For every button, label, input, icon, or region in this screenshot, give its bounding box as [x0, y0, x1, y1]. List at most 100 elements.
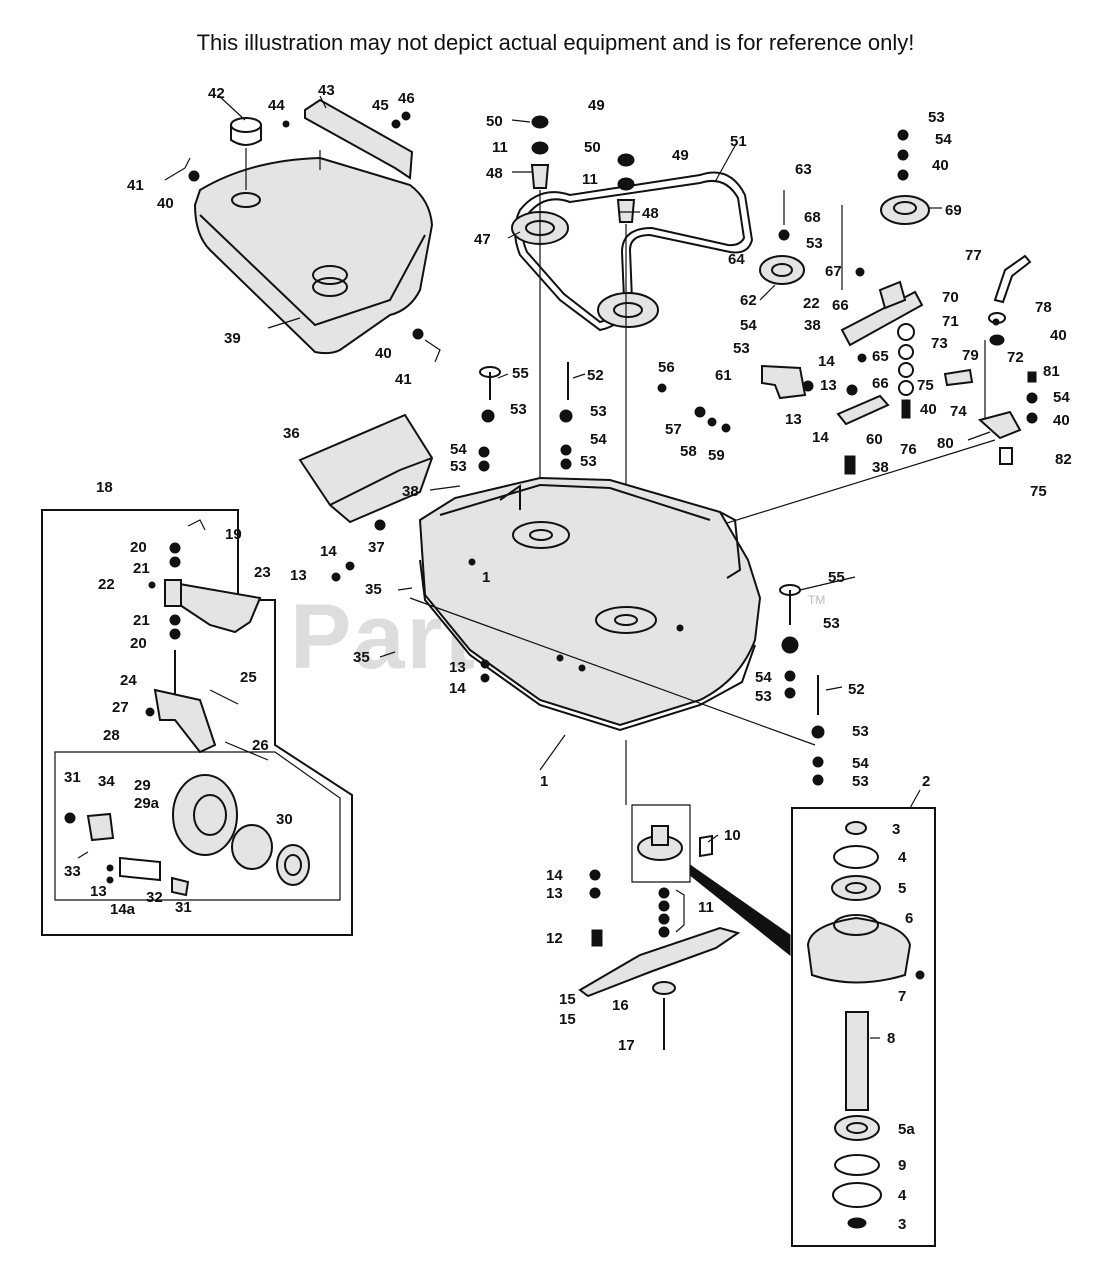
idler-stack-left — [530, 115, 550, 540]
callout-58: 58 — [680, 443, 697, 460]
deck-nut-14-lower — [480, 673, 490, 683]
callout-42: 42 — [208, 85, 225, 102]
callout-40-spring: 40 — [920, 401, 937, 418]
callout-29a: 29a — [134, 795, 160, 812]
callout-37: 37 — [368, 539, 385, 556]
callout-60: 60 — [866, 431, 883, 448]
spindle-detail-inset — [791, 807, 936, 1247]
pulley-62 — [759, 255, 805, 285]
deck-nut-13-lower — [480, 659, 490, 669]
callout-49-right: 49 — [672, 147, 689, 164]
callout-80: 80 — [937, 435, 954, 452]
cover-clip-bottom — [424, 339, 441, 363]
callout-5a: 5a — [898, 1121, 915, 1138]
spring-assembly — [897, 323, 974, 419]
spindle-bearings-11 — [658, 887, 685, 938]
callout-32: 32 — [146, 889, 163, 906]
callout-35-bottom: 35 — [353, 649, 370, 666]
callout-61: 61 — [715, 367, 732, 384]
callout-16: 16 — [612, 997, 629, 1014]
callout-13-linkage: 13 — [820, 377, 837, 394]
callout-76: 76 — [900, 441, 917, 458]
callout-50: 50 — [486, 113, 503, 130]
deck-nut-57 — [694, 406, 706, 418]
callout-72: 72 — [1007, 349, 1024, 366]
callout-31-top: 31 — [64, 769, 81, 786]
chute-bolt — [429, 485, 461, 491]
clip-79 — [992, 318, 1000, 326]
callout-53-deck-left-lower: 53 — [450, 458, 467, 475]
rod-77 — [977, 254, 1038, 465]
callout-12: 12 — [546, 930, 563, 947]
callout-48: 48 — [486, 165, 503, 182]
callout-31-bottom: 31 — [175, 899, 192, 916]
callout-53-linkage: 53 — [733, 340, 750, 357]
callout-53-right: 53 — [823, 615, 840, 632]
cover-bracket — [304, 98, 414, 180]
callout-38-linkage: 38 — [804, 317, 821, 334]
callout-53-right-bolt: 53 — [852, 723, 869, 740]
callout-22: 22 — [98, 576, 115, 593]
mower-blade — [578, 926, 741, 998]
callout-48-right: 48 — [642, 205, 659, 222]
spindle-nut-14 — [589, 869, 601, 881]
deck-bolt-35-top — [397, 587, 413, 591]
callout-54-deck-mid: 54 — [590, 431, 607, 448]
callout-21-top: 21 — [133, 560, 150, 577]
callout-67: 67 — [825, 263, 842, 280]
callout-14a: 14a — [110, 901, 136, 918]
callout-2: 2 — [922, 773, 930, 790]
callout-5: 5 — [898, 880, 906, 897]
callout-45: 45 — [372, 97, 389, 114]
cover-knob — [230, 117, 262, 190]
callout-55-right: 55 — [828, 569, 845, 586]
callout-52-left: 52 — [587, 367, 604, 384]
callout-9: 9 — [898, 1157, 906, 1174]
pulley-62-nut — [778, 229, 790, 241]
leader-lines — [217, 94, 942, 1039]
deck-bolt-52-right — [811, 675, 825, 786]
deck-bolt-35-bottom — [379, 651, 396, 658]
callout-75-bottom: 75 — [1030, 483, 1047, 500]
callout-54-right-bolt: 54 — [852, 755, 869, 772]
pulley-69 — [880, 195, 930, 225]
callout-53-top: 53 — [806, 235, 823, 252]
callout-54-deck-left: 54 — [450, 441, 467, 458]
callout-46: 46 — [398, 90, 415, 107]
deck-bolt-55-right — [779, 584, 801, 699]
callout-22-linkage: 22 — [803, 295, 820, 312]
callout-55-left: 55 — [512, 365, 529, 382]
cover-clip-top — [164, 157, 191, 181]
callout-3-top: 3 — [892, 821, 900, 838]
callout-43: 43 — [318, 82, 335, 99]
callout-71: 71 — [942, 313, 959, 330]
pin-80 — [967, 431, 991, 441]
callout-14-deck: 14 — [449, 680, 466, 697]
callout-14-chute: 14 — [320, 543, 337, 560]
callout-14-bracket: 14 — [812, 429, 829, 446]
callout-17: 17 — [618, 1037, 635, 1054]
callout-54-right: 54 — [755, 669, 772, 686]
callout-74: 74 — [950, 403, 967, 420]
callout-65: 65 — [872, 348, 889, 365]
callout-57: 57 — [665, 421, 682, 438]
callout-49: 49 — [588, 97, 605, 114]
drive-belt — [514, 171, 754, 332]
callout-8: 8 — [887, 1030, 895, 1047]
callout-53-deck-left: 53 — [510, 401, 527, 418]
callout-27: 27 — [112, 699, 129, 716]
callout-53-pulley: 53 — [928, 109, 945, 126]
callout-62: 62 — [740, 292, 757, 309]
callout-38-chute: 38 — [402, 483, 419, 500]
callout-23: 23 — [254, 564, 271, 581]
callout-54-rod: 54 — [1053, 389, 1070, 406]
pulley-69-washer — [897, 149, 909, 161]
spindle-nut-13 — [589, 887, 601, 899]
callout-11-right: 11 — [582, 171, 598, 188]
deck-nut-58 — [707, 417, 717, 427]
callout-40-rod: 40 — [1050, 327, 1067, 344]
callout-41-top: 41 — [127, 177, 144, 194]
deck-nut-59 — [721, 423, 731, 433]
gauge-wheel — [172, 774, 310, 886]
blade-adapter-16 — [652, 981, 676, 995]
